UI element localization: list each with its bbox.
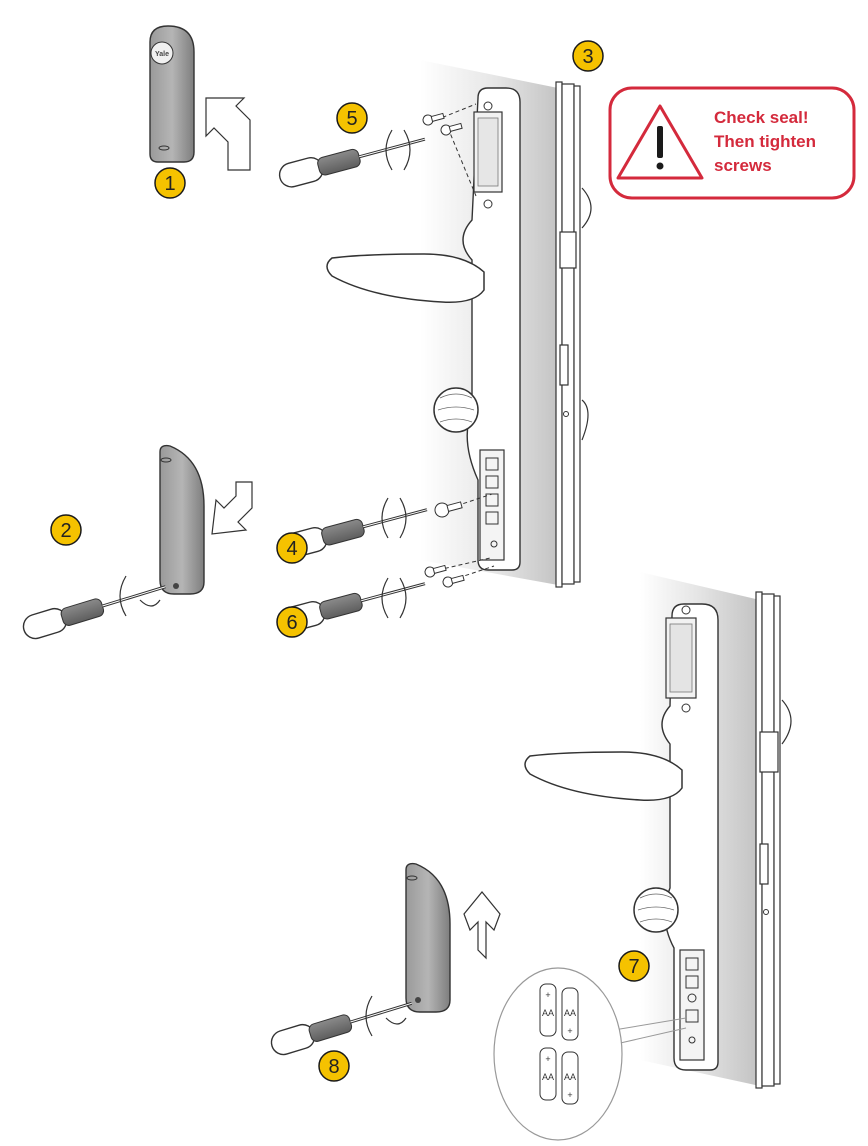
warning-line-2: Then tighten xyxy=(714,132,816,151)
yale-logo: Yale xyxy=(155,51,169,58)
rotate-arrow-5 xyxy=(385,129,411,171)
step-badge-7: 7 xyxy=(618,950,650,982)
svg-text:1: 1 xyxy=(164,173,175,195)
warning-line-3: screws xyxy=(714,156,772,175)
svg-text:4: 4 xyxy=(286,538,297,560)
arrow-remove-cover xyxy=(205,97,251,171)
svg-text:+: + xyxy=(545,1054,550,1064)
screws-step6 xyxy=(424,557,495,588)
step-badge-2: 2 xyxy=(50,514,82,546)
handle-top xyxy=(326,253,485,303)
svg-text:8: 8 xyxy=(328,1056,339,1078)
svg-text:+: + xyxy=(567,1090,572,1100)
lock-body-top xyxy=(462,87,521,571)
arrow-install-cover xyxy=(211,481,253,535)
svg-text:7: 7 xyxy=(628,956,639,978)
rotate-arrow-2 xyxy=(119,575,161,617)
step-badge-4: 4 xyxy=(276,532,308,564)
svg-text:AA: AA xyxy=(542,1008,554,1018)
warning-line-1: Check seal! xyxy=(714,108,809,127)
battery-1: + AA xyxy=(539,983,557,1037)
svg-text:+: + xyxy=(567,1026,572,1036)
cover-step2 xyxy=(159,444,205,595)
arrow-attach-cover xyxy=(463,891,501,960)
svg-text:6: 6 xyxy=(286,612,297,634)
step-badge-5: 5 xyxy=(336,102,368,134)
step-badge-8: 8 xyxy=(318,1050,350,1082)
screwdriver-5 xyxy=(278,137,426,188)
step-badge-6: 6 xyxy=(276,606,308,638)
svg-text:AA: AA xyxy=(542,1072,554,1082)
svg-text:2: 2 xyxy=(60,520,71,542)
battery-3: + AA xyxy=(539,1047,557,1101)
rotate-arrow-4 xyxy=(381,497,407,539)
thumb-turn-top xyxy=(433,387,479,433)
cover-step1: Yale xyxy=(149,25,195,163)
step-badge-3: 3 xyxy=(572,40,604,72)
rotate-arrow-6 xyxy=(381,577,407,619)
battery-4: AA + xyxy=(561,1051,579,1105)
thumb-turn-bottom xyxy=(633,887,679,933)
screwdriver-2 xyxy=(22,585,166,640)
svg-text:5: 5 xyxy=(346,108,357,130)
screw-step4 xyxy=(434,493,493,518)
handle-bottom xyxy=(524,751,683,801)
svg-text:+: + xyxy=(545,990,550,1000)
warning-box: Check seal! Then tighten screws xyxy=(608,86,856,200)
battery-callout: + AA AA + + AA AA + xyxy=(493,967,687,1141)
svg-text:AA: AA xyxy=(564,1008,576,1018)
svg-text:3: 3 xyxy=(582,46,593,68)
screwdriver-8 xyxy=(270,1001,413,1056)
step-badge-1: 1 xyxy=(154,167,186,199)
screws-top xyxy=(422,103,477,197)
warning-icon xyxy=(616,104,704,180)
battery-2: AA + xyxy=(561,987,579,1041)
cover-step8 xyxy=(405,862,451,1013)
svg-text:AA: AA xyxy=(564,1072,576,1082)
rotate-arrow-8 xyxy=(365,995,407,1037)
